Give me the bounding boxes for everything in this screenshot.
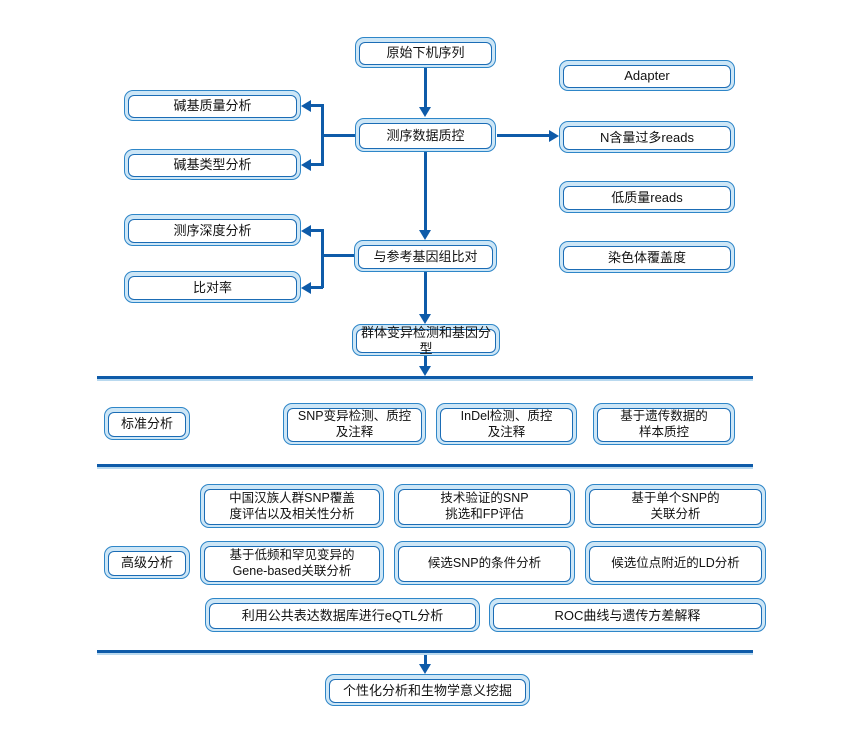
connector-align-left-branch [321,229,324,288]
node-sample-qc: 基于遗传数据的 样本质控 [593,403,735,445]
arrowhead-align-to-variant [419,314,431,324]
node-depth-label: 测序深度分析 [128,219,297,243]
arrowhead-to-base-type [301,159,311,171]
node-base-quality-label: 碱基质量分析 [128,95,297,118]
connector-qc-left-branch [321,104,324,166]
node-han-snp-coverage-label: 中国汉族人群SNP覆盖 度评估以及相关性分析 [204,489,380,525]
node-low-quality-label: 低质量reads [563,186,731,210]
node-base-type: 碱基类型分析 [124,149,301,180]
node-map-rate: 比对率 [124,271,301,303]
node-base-type-label: 碱基类型分析 [128,154,297,177]
node-align-ref: 与参考基因组比对 [354,240,497,272]
separator-standard-top [97,376,753,381]
arrowhead-raw-to-qc [419,107,431,117]
connector-qc-left-stem [321,134,355,137]
connector-align-to-variant [424,272,427,314]
node-tech-snp-fp-label: 技术验证的SNP 挑选和FP评估 [398,489,571,525]
section-label-advanced: 高级分析 [104,546,190,579]
node-seq-qc: 测序数据质控 [355,118,496,152]
node-gene-based-assoc: 基于低频和罕见变异的 Gene-based关联分析 [200,541,384,585]
connector-qc-to-base-quality [310,104,323,107]
node-roc: ROC曲线与遗传方差解释 [489,598,766,632]
arrowhead-to-base-quality [301,100,311,112]
node-conditional-snp-label: 候选SNP的条件分析 [398,546,571,582]
node-seq-qc-label: 测序数据质控 [359,123,492,149]
connector-qc-to-base-type [310,163,323,166]
node-adapter-label: Adapter [563,65,731,88]
connector-align-to-depth [310,229,323,232]
node-chr-coverage: 染色体覆盖度 [559,241,735,273]
section-label-standard: 标准分析 [104,407,190,440]
node-personalized-label: 个性化分析和生物学意义挖掘 [329,679,526,703]
node-indel-detect-label: InDel检测、质控 及注释 [440,408,573,442]
node-single-snp-assoc-label: 基于单个SNP的 关联分析 [589,489,762,525]
node-raw-sequence-label: 原始下机序列 [359,42,492,65]
node-snp-detect-label: SNP变异检测、质控 及注释 [287,408,422,442]
separator-advanced-top [97,464,753,469]
connector-align-to-map-rate [310,286,323,289]
connector-advanced-to-final [424,653,427,664]
node-han-snp-coverage: 中国汉族人群SNP覆盖 度评估以及相关性分析 [200,484,384,528]
arrowhead-to-depth [301,225,311,237]
node-snp-detect: SNP变异检测、质控 及注释 [283,403,426,445]
node-ld-analysis: 候选位点附近的LD分析 [585,541,766,585]
node-map-rate-label: 比对率 [128,276,297,300]
node-depth: 测序深度分析 [124,214,301,246]
node-base-quality: 碱基质量分析 [124,90,301,121]
node-n-reads-label: N含量过多reads [563,126,731,150]
node-variant-genotype-label: 群体变异检测和基因分型 [356,325,496,356]
node-ld-analysis-label: 候选位点附近的LD分析 [589,546,762,582]
arrowhead-to-n-reads [549,130,559,142]
node-variant-genotype: 群体变异检测和基因分型 [352,324,500,356]
node-gene-based-assoc-label: 基于低频和罕见变异的 Gene-based关联分析 [204,546,380,582]
node-raw-sequence: 原始下机序列 [355,37,496,68]
connector-raw-to-qc [424,68,427,107]
arrowhead-variant-to-standard [419,366,431,376]
node-eqtl: 利用公共表达数据库进行eQTL分析 [205,598,480,632]
node-n-reads: N含量过多reads [559,121,735,153]
connector-qc-to-align [424,152,427,230]
arrowhead-advanced-to-final [419,664,431,674]
separator-advanced-bottom [97,650,753,655]
connector-variant-to-standard [424,356,427,366]
node-personalized: 个性化分析和生物学意义挖掘 [325,674,530,706]
node-low-quality: 低质量reads [559,181,735,213]
section-label-advanced-text: 高级分析 [108,551,186,576]
arrowhead-to-map-rate [301,282,311,294]
node-indel-detect: InDel检测、质控 及注释 [436,403,577,445]
node-chr-coverage-label: 染色体覆盖度 [563,246,731,270]
node-align-ref-label: 与参考基因组比对 [358,245,493,269]
arrowhead-qc-to-align [419,230,431,240]
node-conditional-snp: 候选SNP的条件分析 [394,541,575,585]
node-sample-qc-label: 基于遗传数据的 样本质控 [597,408,731,442]
node-roc-label: ROC曲线与遗传方差解释 [493,603,762,629]
section-label-standard-text: 标准分析 [108,412,186,437]
node-eqtl-label: 利用公共表达数据库进行eQTL分析 [209,603,476,629]
node-single-snp-assoc: 基于单个SNP的 关联分析 [585,484,766,528]
node-adapter: Adapter [559,60,735,91]
node-tech-snp-fp: 技术验证的SNP 挑选和FP评估 [394,484,575,528]
connector-align-left-stem [321,254,354,257]
connector-qc-to-n-reads [497,134,549,137]
